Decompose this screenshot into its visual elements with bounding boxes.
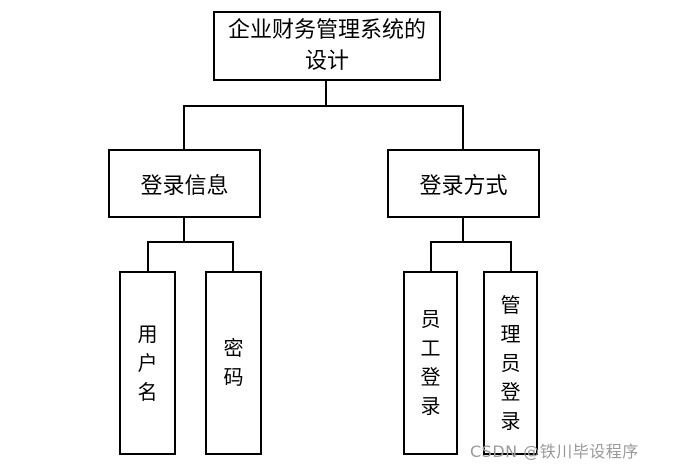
leaf-node-username-text: 用户名	[138, 320, 158, 407]
left-crossbar	[147, 241, 234, 243]
vertical-char: 登	[420, 365, 441, 389]
branch-right-stem	[462, 105, 464, 149]
vertical-char: 理	[500, 321, 521, 346]
vertical-char: 码	[223, 365, 244, 389]
vertical-char: 员	[500, 350, 521, 375]
right-leaf1-stem	[430, 241, 432, 271]
vertical-char: 管	[500, 292, 521, 317]
vertical-char: 员	[420, 307, 441, 331]
branch-left-stem	[183, 105, 185, 149]
right-leaf2-stem	[510, 241, 512, 271]
vertical-char: 登	[500, 379, 521, 404]
vertical-char: 用	[137, 321, 158, 346]
leaf-node-employee-login-text: 员工登录	[421, 305, 441, 421]
leaf-node-employee-login: 员工登录	[403, 271, 458, 455]
vertical-char: 工	[420, 336, 441, 360]
vertical-char: 录	[420, 394, 441, 418]
left-leaf2-stem	[232, 241, 234, 271]
watermark: CSDN @铁川毕设程序	[470, 442, 639, 461]
right-down-stem	[462, 217, 464, 242]
leaf-node-password: 密码	[205, 271, 262, 455]
branch-node-login-info-label: 登录信息	[140, 173, 229, 199]
left-leaf1-stem	[147, 241, 149, 271]
leaf-node-admin-login-text: 管理员登录	[501, 291, 521, 436]
vertical-char: 密	[223, 336, 244, 360]
leaf-node-username: 用户名	[119, 271, 176, 455]
vertical-char: 户	[137, 350, 158, 375]
branch-node-login-info: 登录信息	[108, 149, 261, 218]
leaf-node-password-text: 密码	[224, 334, 244, 392]
vertical-char: 名	[137, 379, 158, 404]
root-node-label: 企业财务管理系统的设计	[227, 18, 426, 74]
left-down-stem	[183, 217, 185, 242]
root-node: 企业财务管理系统的设计	[213, 11, 441, 81]
vertical-char: 录	[500, 408, 521, 433]
root-crossbar	[183, 105, 464, 107]
root-stem	[325, 81, 327, 106]
leaf-node-admin-login: 管理员登录	[483, 271, 538, 455]
branch-node-login-method: 登录方式	[387, 149, 540, 218]
right-crossbar	[430, 241, 512, 243]
branch-node-login-method-label: 登录方式	[419, 173, 508, 199]
